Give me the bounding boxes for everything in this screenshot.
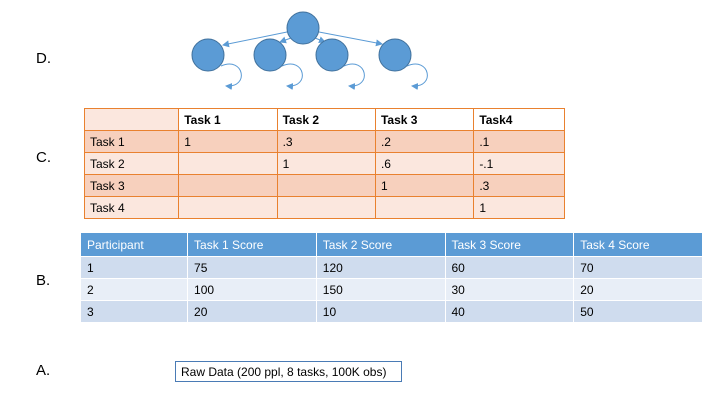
table-cell: 100 [187, 278, 317, 301]
table-cell: Task 2 [83, 152, 180, 175]
header-cell: Task 3 Score [445, 233, 575, 257]
table-row: Task 3 1 .3 [83, 174, 565, 197]
header-cell: Task 3 [374, 108, 475, 131]
self-loop-node-3 [343, 63, 365, 90]
graph-node-2 [253, 38, 287, 72]
header-cell: Task 2 [276, 108, 376, 131]
header-cell: Task 1 [178, 108, 278, 131]
header-cell: Task4 [473, 108, 565, 131]
table-cell: 50 [573, 300, 703, 323]
table-cell [178, 196, 278, 219]
score-table: Participant Task 1 Score Task 2 Score Ta… [81, 233, 703, 323]
table-cell: 1 [81, 256, 189, 279]
header-cell [83, 108, 180, 131]
graph-node-3 [315, 38, 349, 72]
table-cell: 75 [187, 256, 317, 279]
section-label-a: A. [36, 362, 51, 379]
table-row: Task 1 1 .3 .2 .1 [83, 130, 565, 153]
table-cell: 150 [316, 278, 446, 301]
table-cell: Task 3 [83, 174, 180, 197]
table-cell [374, 196, 475, 219]
correlation-table: Task 1 Task 2 Task 3 Task4 Task 1 1 .3 .… [83, 108, 565, 219]
table-cell: 2 [81, 278, 189, 301]
section-label-c: C. [36, 149, 51, 166]
table-cell: 70 [573, 256, 703, 279]
table-cell: 60 [445, 256, 575, 279]
table-cell: .6 [374, 152, 475, 175]
graph-node-1 [191, 38, 225, 72]
table-cell: .3 [276, 130, 376, 153]
table-cell: .3 [473, 174, 565, 197]
table-cell: 1 [178, 130, 278, 153]
table-row: 1 75 120 60 70 [81, 256, 703, 279]
table-cell [276, 174, 376, 197]
table-row: 2 100 150 30 20 [81, 278, 703, 301]
table-cell: 30 [445, 278, 575, 301]
edge-top-to-node-1 [222, 31, 288, 48]
header-cell: Task 1 Score [187, 233, 317, 257]
table-cell: 1 [276, 152, 376, 175]
table-cell: 40 [445, 300, 575, 323]
table-cell: 10 [316, 300, 446, 323]
table-row: 3 20 10 40 50 [81, 300, 703, 323]
table-cell: Task 1 [83, 130, 180, 153]
table-cell [178, 152, 278, 175]
table-cell: .1 [473, 130, 565, 153]
task-graph-diagram [191, 11, 428, 90]
table-cell: .2 [374, 130, 475, 153]
header-cell: Task 2 Score [316, 233, 446, 257]
section-label-b: B. [36, 272, 51, 289]
table-cell: 120 [316, 256, 446, 279]
table-header-row: Task 1 Task 2 Task 3 Task4 [83, 108, 565, 131]
raw-data-box: Raw Data (200 ppl, 8 tasks, 100K obs) [175, 361, 402, 382]
table-cell: 3 [81, 300, 189, 323]
edge-top-to-node-4 [318, 31, 383, 47]
section-label-d: D. [36, 50, 51, 67]
graph-node-4 [378, 38, 412, 72]
header-cell: Participant [81, 233, 189, 257]
edge-top-to-node-2 [279, 36, 292, 44]
table-cell: 20 [187, 300, 317, 323]
table-cell [178, 174, 278, 197]
table-cell: 1 [374, 174, 475, 197]
self-loop-node-1 [220, 63, 242, 90]
table-cell: 20 [573, 278, 703, 301]
table-cell: 1 [473, 196, 565, 219]
self-loop-node-2 [281, 63, 303, 90]
table-cell [276, 196, 376, 219]
table-row: Task 2 1 .6 -.1 [83, 152, 565, 175]
table-cell: -.1 [473, 152, 565, 175]
self-loop-node-4 [406, 63, 428, 90]
graph-node-top [286, 11, 320, 45]
table-row: Task 4 1 [83, 196, 565, 219]
header-cell: Task 4 Score [573, 233, 703, 257]
table-header-row: Participant Task 1 Score Task 2 Score Ta… [81, 233, 703, 257]
table-cell: Task 4 [83, 196, 180, 219]
